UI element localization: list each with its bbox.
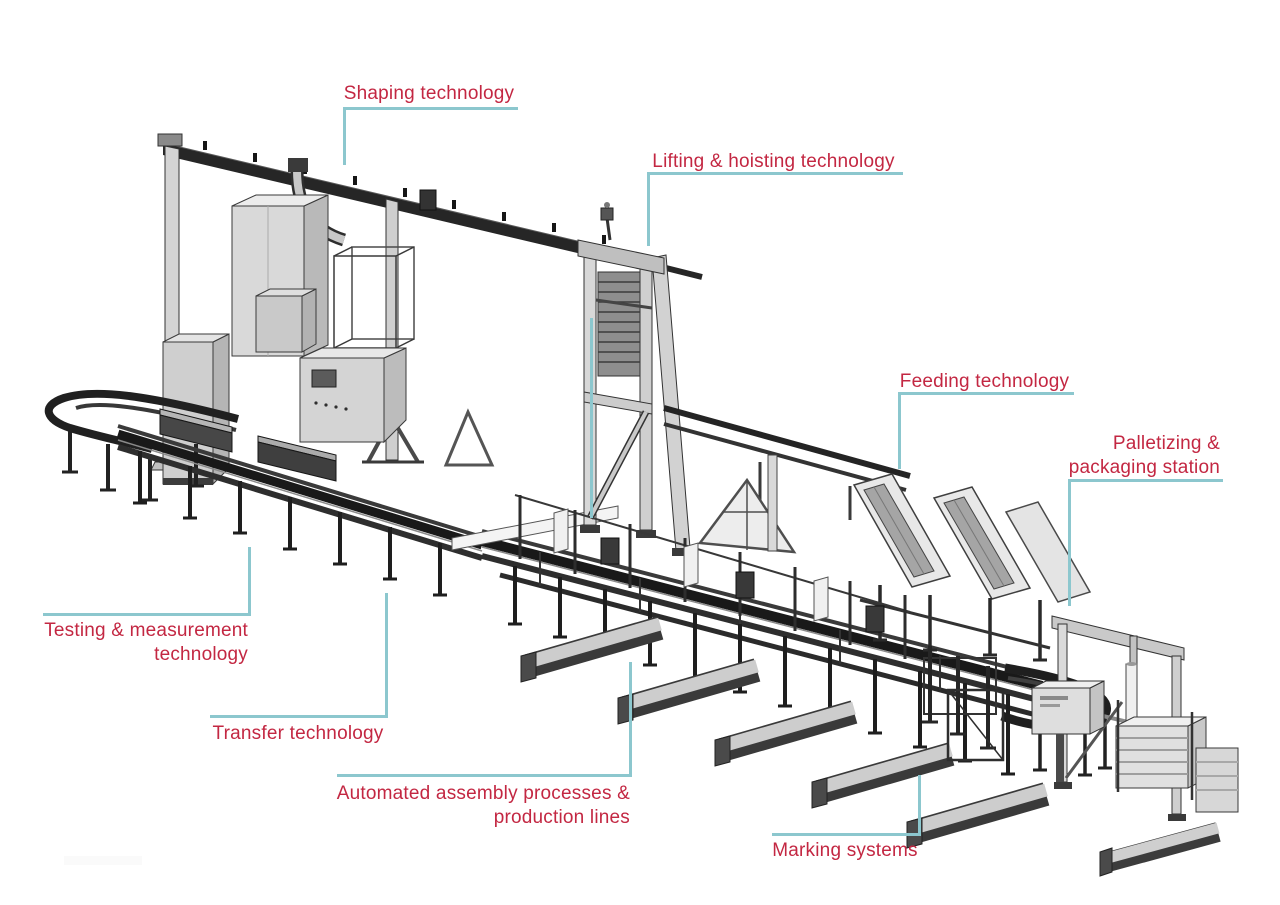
label-marking-systems: Marking systems — [757, 839, 933, 863]
assembly-stations — [514, 494, 911, 659]
label-text-line2: production lines — [493, 807, 630, 828]
watermark-smudge — [64, 856, 142, 865]
testing-leader-line — [43, 547, 251, 616]
pallet-stack — [1115, 725, 1189, 789]
label-feeding-technology: Feeding technology — [898, 370, 1071, 394]
label-text: Transfer technology — [212, 723, 384, 744]
palletizing-leader-line — [1068, 479, 1223, 606]
transfer-leader-line — [210, 593, 388, 718]
label-text: Feeding technology — [899, 371, 1070, 392]
control-screen — [311, 369, 337, 388]
palletizing-station — [946, 615, 1239, 877]
label-automated-assembly: Automated assembly processes & productio… — [320, 782, 630, 830]
marking-leader-line — [772, 775, 921, 836]
label-text-line2: technology — [154, 644, 248, 665]
label-text-line1: Palletizing & — [1112, 433, 1220, 454]
label-text: Lifting & hoisting technology — [652, 151, 895, 172]
feeding-leader-line — [898, 392, 1074, 469]
lifting-tower — [577, 202, 692, 556]
shaping-machine — [162, 158, 415, 486]
label-text: Marking systems — [772, 840, 918, 861]
label-lifting-hoisting-technology: Lifting & hoisting technology — [647, 150, 900, 174]
testing-measurement-units — [159, 408, 337, 482]
lifting-leader-extension — [590, 318, 593, 518]
console-box — [1031, 687, 1091, 735]
label-transfer-technology: Transfer technology — [198, 722, 398, 746]
label-shaping-technology: Shaping technology — [343, 82, 515, 106]
lifting-leader-line — [647, 172, 903, 246]
label-text: Shaping technology — [343, 83, 515, 104]
marking-plinths — [520, 616, 1050, 849]
label-palletizing-packaging-station: Palletizing & packaging station — [1048, 432, 1220, 480]
label-testing-measurement-technology: Testing & measurement technology — [28, 619, 248, 667]
label-text-line1: Testing & measurement — [44, 620, 248, 641]
label-text-line2: packaging station — [1068, 457, 1220, 478]
feeding-units — [663, 405, 1092, 662]
shaping-leader-line — [343, 107, 518, 165]
automated-leader-line — [337, 662, 632, 777]
label-text-line1: Automated assembly processes & — [336, 783, 630, 804]
